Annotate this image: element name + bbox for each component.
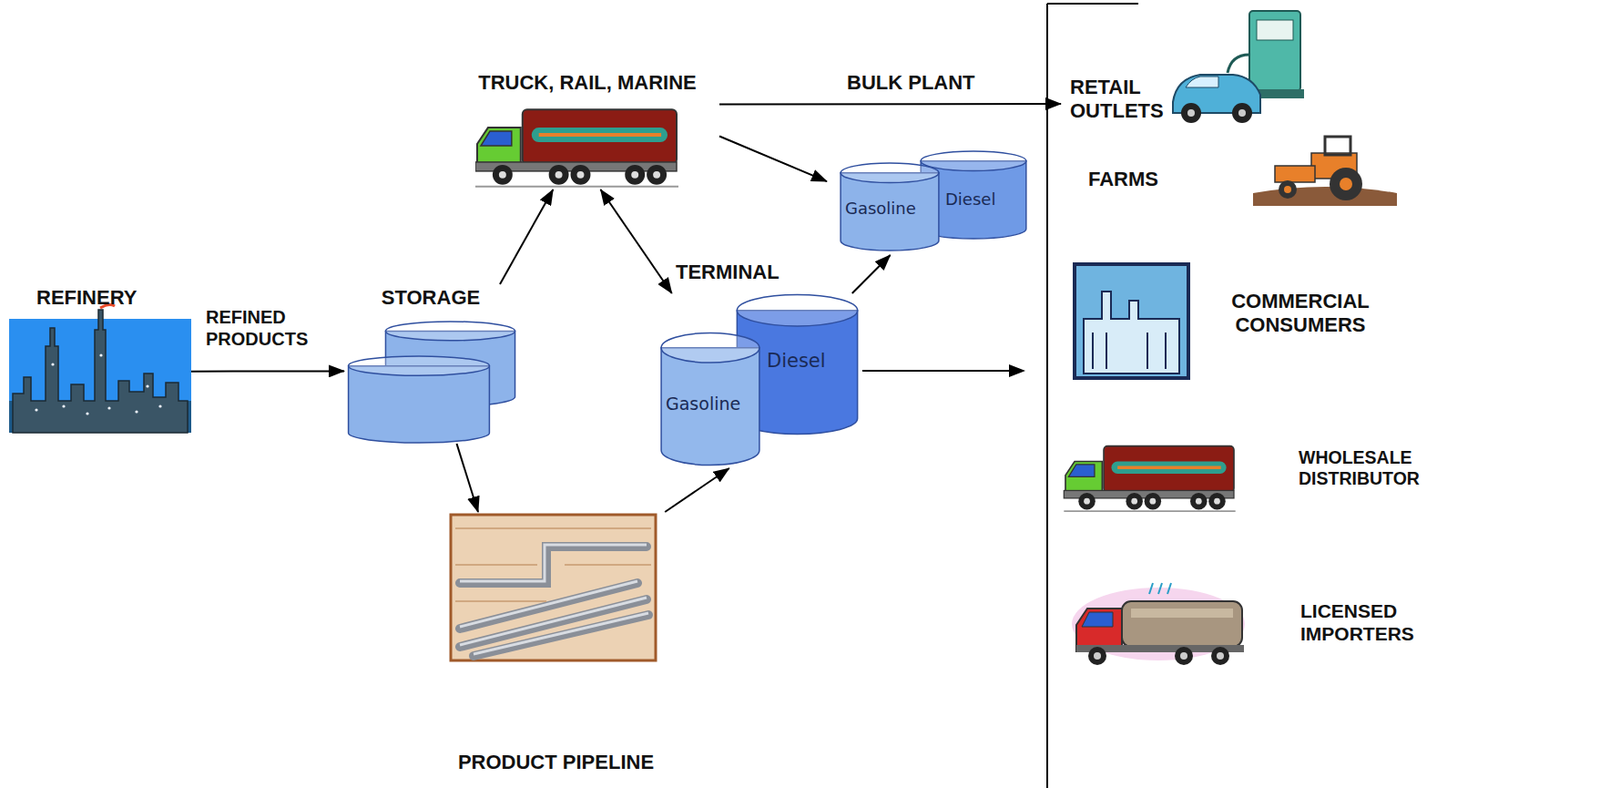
pipeline-node: PRODUCT PIPELINE xyxy=(426,511,686,778)
commercial-node: COMMERCIAL CONSUMERS xyxy=(1072,262,1392,381)
terminal-tanks xyxy=(661,295,858,466)
tank-label: Diesel xyxy=(945,189,996,209)
flow-arrow xyxy=(499,189,553,285)
tractor-picture xyxy=(1253,136,1397,206)
gas-pump-picture xyxy=(1172,10,1305,123)
importer-node: LICENSED IMPORTERS xyxy=(1072,582,1417,670)
terminal-out-arrow xyxy=(862,364,1026,378)
storage-node: STORAGE xyxy=(344,284,518,444)
tank-label: Gasoline xyxy=(845,198,917,218)
tank-label: Gasoline xyxy=(665,393,741,414)
node-label: TRUCK, RAIL, MARINE xyxy=(455,71,720,95)
node-label: LICENSED IMPORTERS xyxy=(1300,599,1414,645)
flow-arrow xyxy=(191,369,345,372)
flow-arrow xyxy=(852,254,891,294)
bulk-plant-tanks xyxy=(840,151,1027,251)
node-label: FARMS xyxy=(1088,167,1159,192)
flow-arrow xyxy=(719,136,827,183)
farms-node: FARMS xyxy=(1079,132,1403,208)
wholesale-node: WHOLESALE DISTRIBUTOR xyxy=(1049,441,1423,515)
node-label: COMMERCIAL CONSUMERS xyxy=(1213,289,1387,338)
bulk-plant-node: BULK PLANT Gasoline Diesel xyxy=(826,71,1039,255)
flow-arrow xyxy=(664,468,730,512)
refinery-node: REFINERY xyxy=(9,284,192,435)
storage-tanks xyxy=(348,321,516,443)
node-label: BULK PLANT xyxy=(846,71,976,95)
retail-node: RETAIL OUTLETS xyxy=(1060,7,1312,126)
node-label: TERMINAL xyxy=(675,260,780,285)
terminal-node: TERMINALGasolineDiesel xyxy=(657,293,863,469)
refinery-picture xyxy=(9,304,192,433)
transport-node: TRUCK, RAIL, MARINE xyxy=(455,71,720,190)
tanker-truck xyxy=(475,109,679,187)
edge-label: REFINED PRODUCTS xyxy=(205,305,319,350)
factory-picture xyxy=(1074,264,1189,378)
wholesale-truck xyxy=(1063,446,1235,511)
node-label: RETAIL OUTLETS xyxy=(1070,75,1172,124)
flow-arrow xyxy=(601,189,673,294)
pipeline-picture xyxy=(450,514,656,661)
node-label: STORAGE xyxy=(344,285,518,310)
node-label: WHOLESALE DISTRIBUTOR xyxy=(1298,447,1421,490)
node-label: REFINERY xyxy=(36,285,137,310)
importer-truck xyxy=(1071,582,1245,665)
node-label: PRODUCT PIPELINE xyxy=(426,750,686,775)
tank-label: Diesel xyxy=(766,349,826,372)
flow-arrow xyxy=(457,443,479,512)
flow-arrow xyxy=(719,102,1061,105)
